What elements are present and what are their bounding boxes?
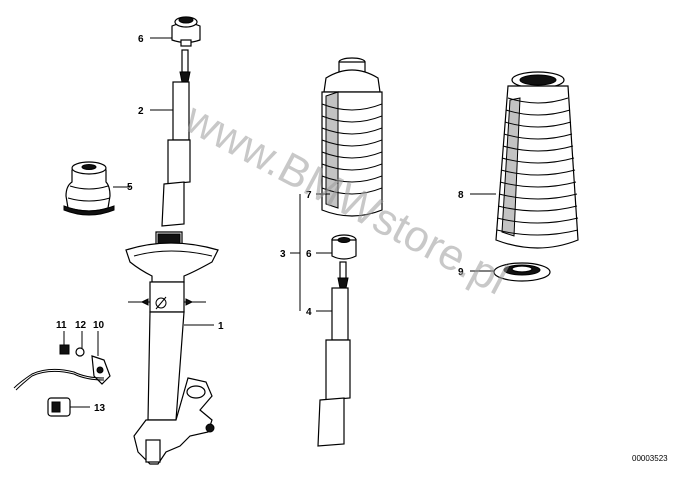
- callout-11: 11: [56, 320, 67, 331]
- bellows-dust-cover-part: [321, 57, 383, 217]
- callout-labels: 6 2 5 1 7 3 6 4 8 9 11 12 10 13: [56, 34, 464, 414]
- callout-6-upper: 6: [138, 34, 144, 45]
- bump-stop-part: [63, 161, 115, 216]
- sensor-parts: [13, 344, 111, 417]
- callout-9: 9: [458, 267, 464, 278]
- shock-cartridge-upper-part: [161, 49, 191, 227]
- diagram-reference-number: 00003523: [632, 454, 668, 463]
- top-mount-part-2: [331, 234, 357, 260]
- callout-13: 13: [94, 403, 106, 414]
- protective-tube-part: [495, 71, 579, 249]
- callout-8: 8: [458, 190, 464, 201]
- callout-1: 1: [218, 321, 224, 332]
- strut-housing-part: [125, 231, 219, 465]
- callout-12: 12: [75, 320, 87, 331]
- callout-6-lower: 6: [306, 249, 312, 260]
- callout-2: 2: [138, 106, 144, 117]
- top-mount-part: [171, 16, 201, 47]
- callout-5: 5: [127, 182, 133, 193]
- callout-3: 3: [280, 249, 286, 260]
- callout-7: 7: [306, 190, 312, 201]
- support-ring-part: [493, 262, 551, 282]
- callout-4: 4: [306, 307, 312, 318]
- shock-cartridge-lower-part: [317, 261, 351, 447]
- leader-lines: [63, 37, 496, 408]
- callout-10: 10: [93, 320, 105, 331]
